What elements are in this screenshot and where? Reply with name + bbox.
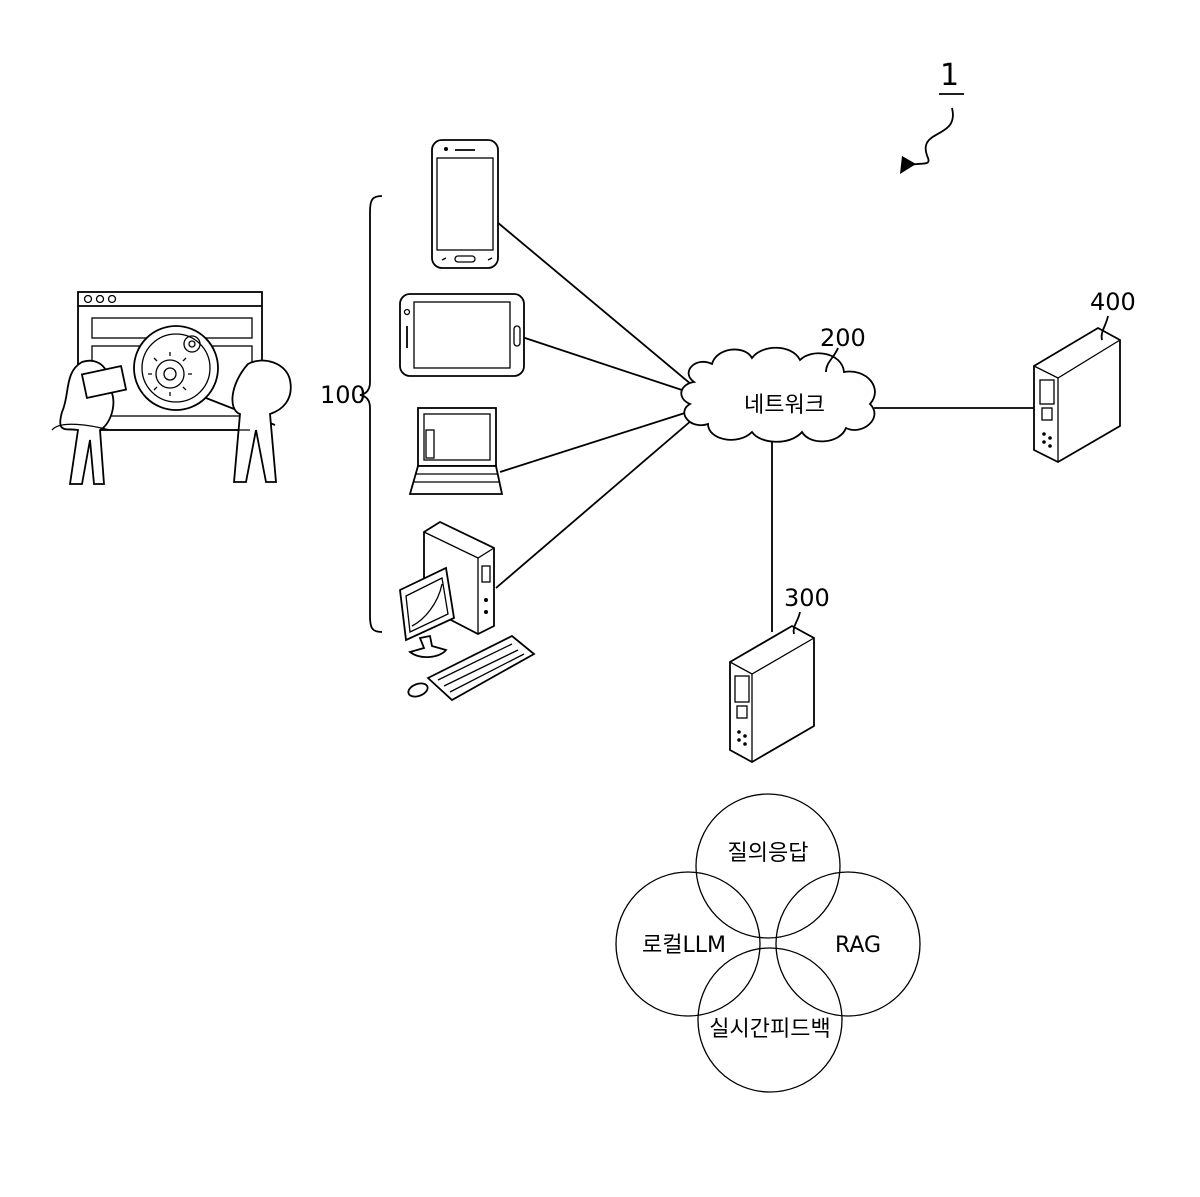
magnifier-icon [134,326,218,410]
server-400: 400 [1034,288,1136,462]
network-cloud: 네트워크 200 [681,324,875,442]
link-desktop-network [496,420,692,588]
figure-reference: 1 [900,58,964,174]
laptop-device [410,408,502,494]
user-illustration [52,292,291,484]
feature-venn: 질의응답 로컬LLM RAG 실시간피드백 [616,794,920,1092]
smartphone-device [432,140,498,268]
figure-ref-label: 1 [940,58,959,93]
venn-label-left: 로컬LLM [642,933,726,958]
client-group-ref: 100 [320,381,366,409]
server-300-icon [730,626,814,762]
server-300: 300 [730,584,830,762]
tablet-device [400,294,524,376]
venn-label-top: 질의응답 [728,841,809,866]
mouse-icon [407,681,430,699]
smartphone-icon [432,140,498,268]
figure-ref-arrow-line [905,108,953,168]
venn-label-bottom: 실시간피드백 [709,1017,830,1042]
server-300-ref: 300 [784,584,830,612]
person-right-icon [232,361,290,482]
link-laptop-network [500,412,688,472]
curly-brace [360,196,382,632]
laptop-icon [418,408,496,466]
venn-label-right: RAG [835,933,881,958]
desktop-device [400,522,534,700]
network-label: 네트워크 [744,393,825,418]
venn-circle-top [696,794,840,938]
server-400-ref: 400 [1090,288,1136,316]
arrowhead-icon [900,156,916,174]
network-ref: 200 [820,324,866,352]
tablet-icon [400,294,524,376]
link-tablet-network [522,337,688,392]
client-group-brace: 100 [320,196,382,632]
